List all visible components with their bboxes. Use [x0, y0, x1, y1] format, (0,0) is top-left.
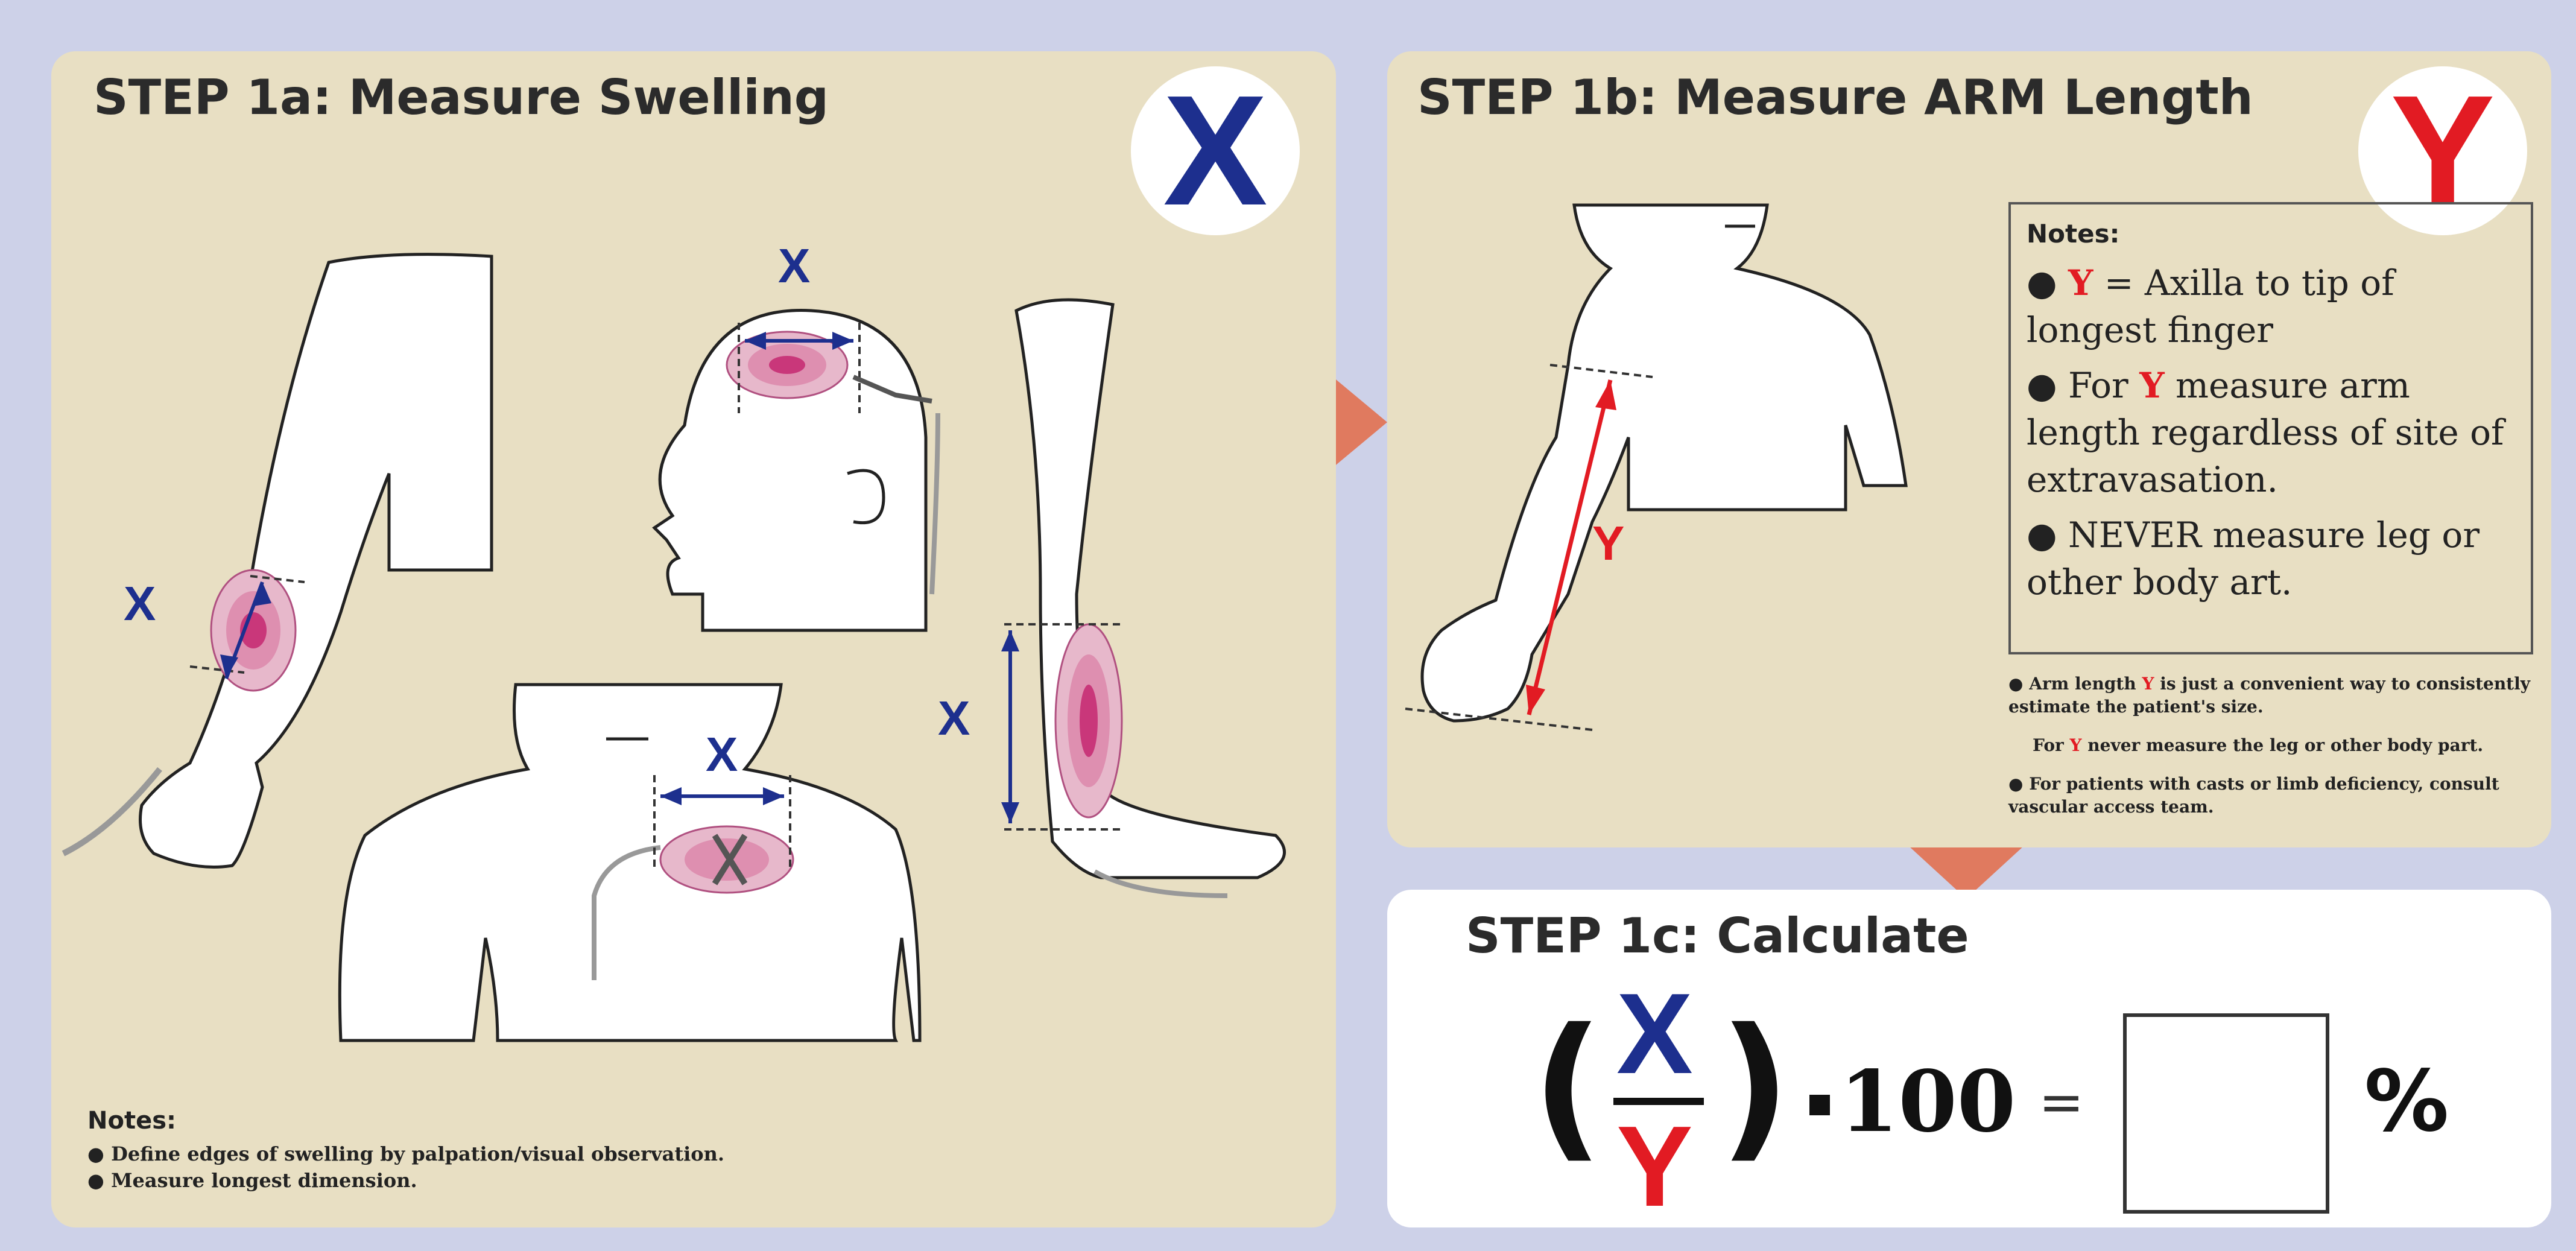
small-note-3-text: For patients with casts or limb deficien… — [2008, 774, 2499, 817]
step-1a-notes: Notes: ● Define edges of swelling by pal… — [87, 1107, 724, 1194]
small-note-2-y: Y — [2070, 735, 2082, 755]
formula-right-paren: ) — [1719, 995, 1791, 1177]
step-1c-title: STEP 1c: Calculate — [1466, 908, 1969, 964]
formula-equals: = — [2039, 1071, 2084, 1134]
chest-x-label: X — [706, 727, 738, 782]
small-note-2-text: never measure the leg or other body part… — [2087, 735, 2483, 755]
formula-denominator: Y — [1616, 1101, 1693, 1232]
step-1c-panel: STEP 1c: Calculate ( X Y ) 100 = % — [1387, 890, 2551, 1227]
small-note-1-y: Y — [2142, 674, 2154, 694]
small-note-2-pre: For — [2033, 735, 2064, 755]
small-note-1: ● Arm length Y is just a convenient way … — [2008, 673, 2539, 718]
step-1b-note-1: ● Y = Axilla to tip of longest finger — [2027, 259, 2515, 353]
step-1a-notes-heading: Notes: — [87, 1107, 724, 1135]
formula-multiplier: 100 — [1840, 1053, 2016, 1151]
step-1a-note-text: Measure longest dimension. — [111, 1169, 417, 1192]
note-1-y: Y — [2068, 262, 2093, 303]
percent-sign: % — [2364, 1053, 2449, 1151]
step-1a-note-item: ● Define edges of swelling by palpation/… — [87, 1141, 724, 1167]
note-2-pre: For — [2068, 365, 2128, 406]
arm-y-label: Y — [1592, 516, 1624, 571]
chest-illustration — [51, 51, 1336, 1227]
small-note-2: For Y never measure the leg or other bod… — [2008, 734, 2539, 757]
note-3-text: NEVER measure leg or other body art. — [2027, 515, 2479, 603]
step-1b-notes-heading: Notes: — [2027, 219, 2515, 249]
step-1b-note-3: ● NEVER measure leg or other body art. — [2027, 511, 2515, 606]
step-1b-panel: STEP 1b: Measure ARM Length Y Y Notes: ●… — [1387, 51, 2551, 847]
formula-numerator: X — [1616, 968, 1693, 1100]
multiply-dot — [1809, 1095, 1830, 1115]
answer-box[interactable] — [2123, 1013, 2329, 1214]
step-1b-note-2: ● For Y measure arm length regardless of… — [2027, 362, 2515, 503]
step-1a-note-text: Define edges of swelling by palpation/vi… — [111, 1142, 724, 1165]
small-note-1-pre: Arm length — [2029, 674, 2136, 694]
step-1a-panel: STEP 1a: Measure Swelling X X X — [51, 51, 1336, 1227]
step-1a-note-item: ● Measure longest dimension. — [87, 1167, 724, 1194]
step-1b-small-notes: ● Arm length Y is just a convenient way … — [2008, 673, 2539, 834]
formula-left-paren: ( — [1532, 995, 1604, 1177]
note-2-y: Y — [2139, 365, 2164, 406]
step-1b-notes-box: Notes: ● Y = Axilla to tip of longest fi… — [2008, 202, 2533, 654]
small-note-3: ● For patients with casts or limb defici… — [2008, 773, 2539, 819]
